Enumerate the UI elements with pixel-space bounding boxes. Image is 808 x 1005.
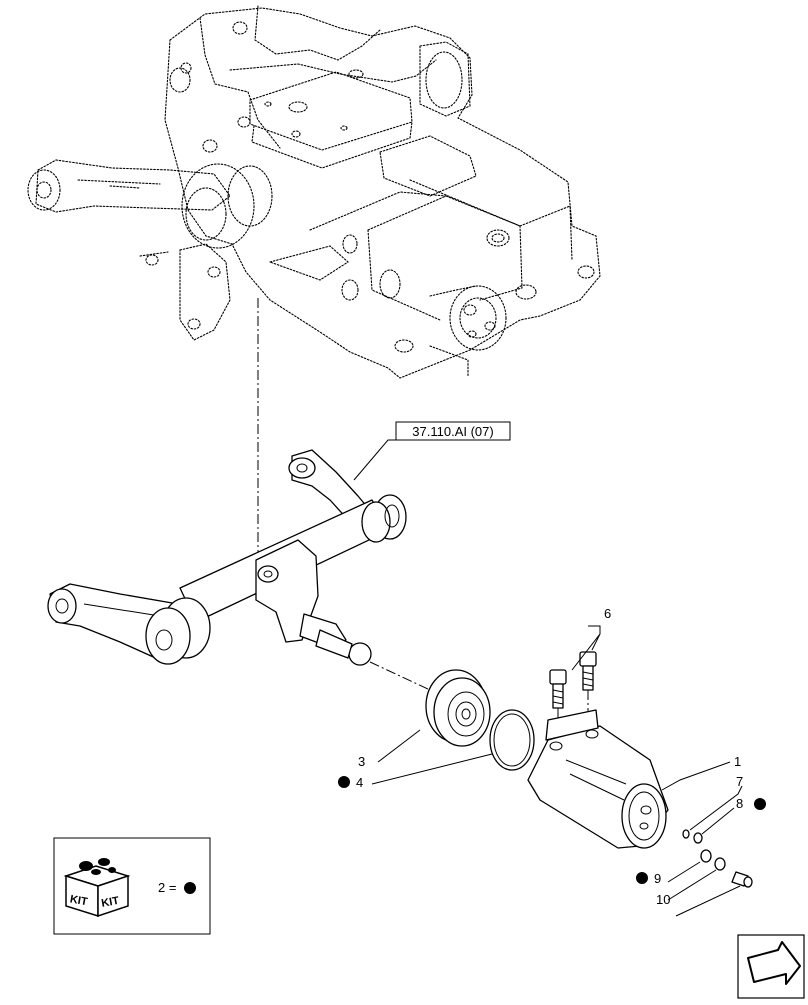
- cylinder-part-1: [527, 709, 669, 849]
- kit-legend: KIT KIT 2 =: [53, 837, 211, 935]
- arrow-next-icon[interactable]: [737, 934, 805, 999]
- small-parts: [682, 829, 753, 888]
- reference-link[interactable]: 37.110.AI (07): [353, 421, 511, 481]
- kit-box-icon: KIT KIT: [63, 858, 131, 918]
- center-line: [369, 661, 431, 691]
- seal-part-9: [714, 857, 726, 871]
- callout-3: 3: [358, 754, 365, 769]
- kit-marker-icon: [754, 798, 766, 810]
- rear-axle-housing-context: [27, 5, 601, 379]
- callout-5: 6: [604, 606, 611, 621]
- callout-8: 9: [654, 871, 661, 886]
- svg-text:KIT: KIT: [100, 895, 120, 910]
- piston-part-3: [425, 669, 491, 747]
- seal-ring-part-4: [489, 709, 535, 771]
- callouts: 6 3 4 1 7 8 9 10: [338, 606, 766, 917]
- reference-label[interactable]: 37.110.AI (07): [412, 424, 493, 439]
- washer-part-8: [700, 849, 712, 863]
- kit-marker-icon: [184, 882, 196, 894]
- bolts-part-5: [549, 651, 597, 742]
- callout-9: 10: [656, 892, 670, 907]
- kit-marker-icon: [338, 776, 350, 788]
- rockshaft-assembly: [47, 449, 407, 666]
- svg-text:KIT: KIT: [69, 893, 89, 908]
- o-ring-part-6: [682, 829, 690, 839]
- kit-marker-icon: [636, 872, 648, 884]
- screw-part-10: [731, 871, 753, 888]
- callout-7: 8: [736, 796, 743, 811]
- callout-6: 7: [736, 774, 743, 789]
- callout-4: 4: [356, 775, 363, 790]
- kit-equation: 2 =: [158, 880, 176, 895]
- callout-1: 1: [734, 754, 741, 769]
- o-ring-part-7: [693, 832, 703, 844]
